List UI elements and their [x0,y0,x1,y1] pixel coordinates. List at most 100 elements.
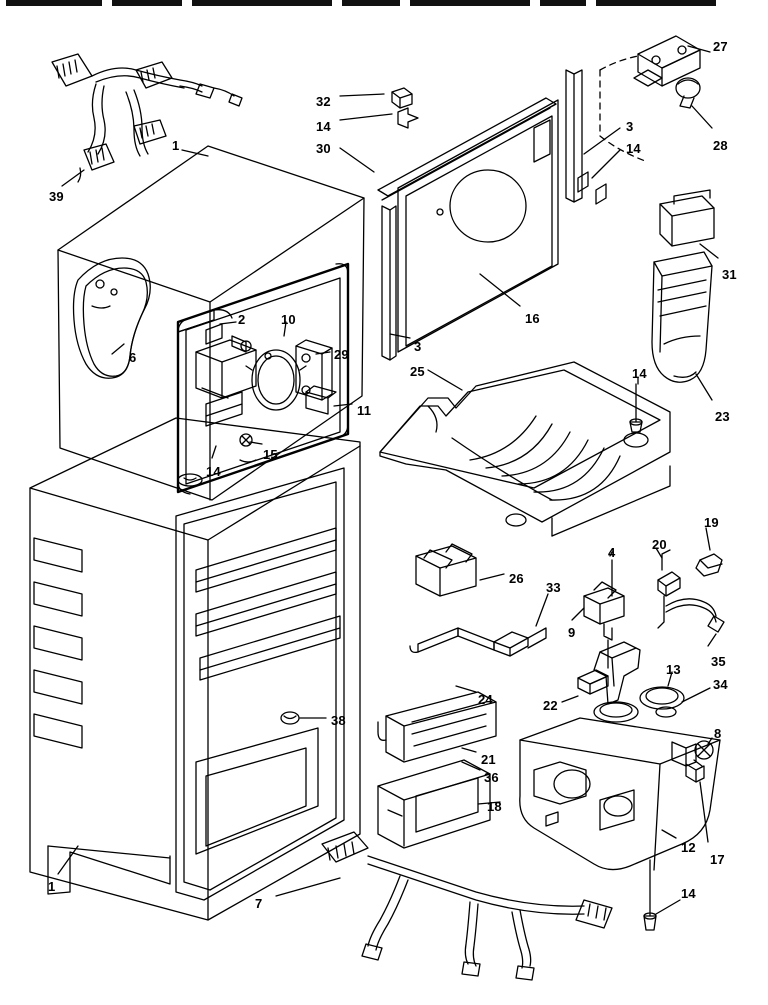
leader-14a [339,113,393,121]
part-14-screw-bottom [643,859,657,931]
part-14-screw-a [397,107,419,129]
callout-19: 19 [704,515,719,530]
part-3-side-trim [381,69,583,361]
callout-15: 15 [263,447,278,462]
part-39-wire-harness [51,53,243,183]
callout-26: 26 [509,571,524,586]
callout-31: 31 [722,267,737,282]
part-13-ring [639,686,685,710]
callout-27: 27 [713,39,728,54]
leader-17 [699,781,709,843]
callout-11: 11 [357,403,372,418]
leader-14c [211,445,217,459]
leader-27 [687,45,711,53]
part-14-screw-b [577,69,663,205]
callout-14-d: 14 [632,366,647,381]
callout-17: 17 [710,852,725,867]
part-8-screw [693,740,714,767]
leader-34 [681,687,711,703]
callout-1-lower: 1 [48,879,56,894]
callout-10: 10 [281,312,296,327]
leader-15 [249,441,263,445]
part-28-cap [675,77,701,109]
part-38-plug [280,711,300,725]
callout-9: 9 [568,625,576,640]
leader-35 [707,633,717,647]
part-15-screw [239,433,257,463]
leader-14b [591,149,621,179]
part-10-damper-control [195,323,272,427]
part-22-ice-maker [577,641,641,723]
callout-14-b: 14 [626,141,641,156]
callout-1-upper: 1 [172,138,180,153]
callout-14-e: 14 [681,886,696,901]
part-20-lever [657,549,681,629]
part-12-base-housing [519,717,721,871]
part-17-fastener [685,763,705,783]
part-31-cover [659,189,715,247]
leader-22 [561,695,579,703]
callout-2: 2 [238,312,246,327]
leader-18 [477,801,501,805]
callout-23: 23 [715,409,730,424]
callout-6: 6 [129,350,137,365]
page-edge-artifact [0,0,768,14]
callout-14-a: 14 [316,119,331,134]
part-18-bin [377,759,491,849]
leader-6 [111,343,125,355]
leader-33 [535,593,549,627]
leader-7 [275,877,341,897]
part-14-screw-liner [177,473,203,487]
leader-2 [219,321,237,325]
callout-18: 18 [487,799,502,814]
part-29-damper-housing [245,339,333,411]
callout-3-a: 3 [626,119,634,134]
leader-19 [705,527,711,551]
leader-36 [461,761,481,771]
part-1-fresh-food-liner [29,417,361,921]
callout-30: 30 [316,141,331,156]
callout-20: 20 [652,537,667,552]
callout-29: 29 [334,347,349,362]
callout-38: 38 [331,713,346,728]
leader-32 [339,93,385,97]
part-34-gasket [655,706,677,718]
leader-39 [61,169,85,187]
part-11-bracket [305,385,337,415]
leader-21 [461,747,477,753]
part-4-auger [607,559,613,669]
callout-35: 35 [711,654,726,669]
part-16-rear-panel [397,99,559,353]
leader-31 [699,243,719,259]
part-32-plug [391,87,413,109]
leader-3b [389,333,411,339]
leader-24 [455,685,477,693]
part-6-liner-panel [72,257,151,379]
callout-12: 12 [681,840,696,855]
callout-7: 7 [255,896,263,911]
part-30-trim-strip [377,97,557,201]
callout-3-b: 3 [414,339,422,354]
part-21-shelf [377,691,497,763]
callout-13: 13 [666,662,681,677]
callout-36: 36 [484,770,499,785]
part-14-screw-tray [629,383,643,433]
part-35-arm [665,598,725,633]
part-27-hinge-plate [599,35,701,163]
leader-28 [691,105,713,129]
part-1-freezer-liner [57,145,365,501]
callout-21: 21 [481,752,496,767]
leader-23 [695,373,713,401]
leader-29 [315,351,331,355]
callout-28: 28 [713,138,728,153]
callout-22: 22 [543,698,558,713]
leader-13 [667,671,673,687]
callout-16: 16 [525,311,540,326]
callout-14-c: 14 [206,464,221,479]
leader-4 [609,551,613,557]
callout-39: 39 [49,189,64,204]
leader-26 [479,573,505,581]
callout-32: 32 [316,94,331,109]
